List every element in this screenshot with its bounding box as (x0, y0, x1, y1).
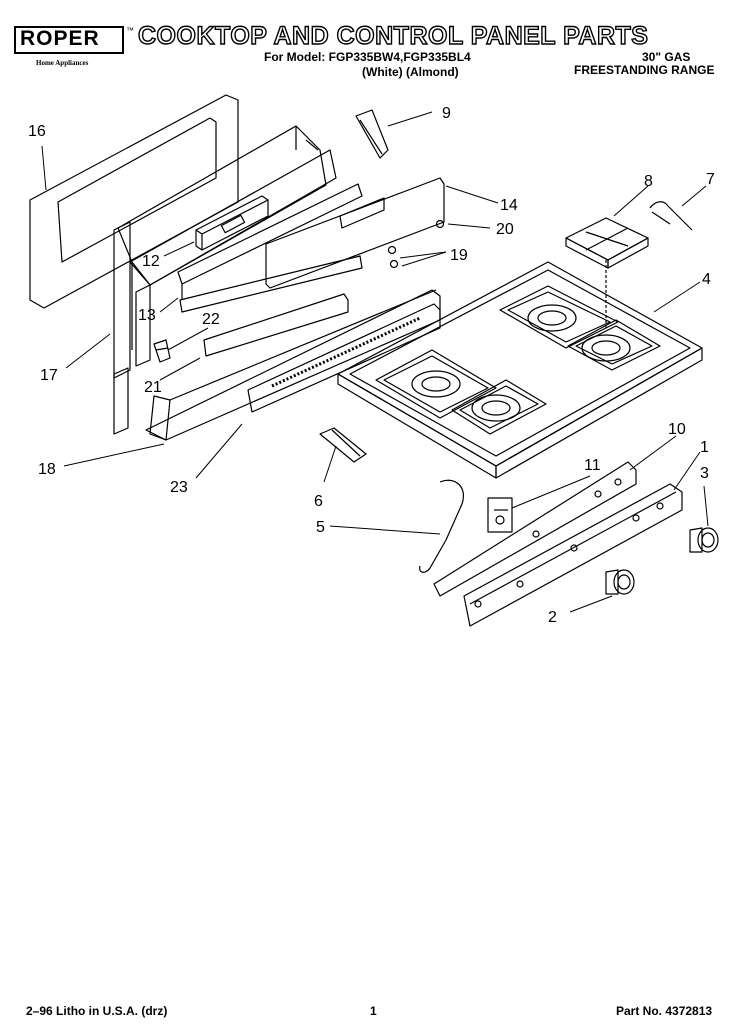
part-16-glass-panel (29, 94, 239, 309)
callout-8: 8 (644, 173, 653, 190)
part-number: Part No. 4372813 (616, 1004, 713, 1018)
callout-18: 18 (38, 461, 56, 478)
cooktop-burner-wells-rear (499, 285, 661, 371)
callout-14: 14 (500, 197, 518, 214)
part-17-end-panel (113, 221, 131, 435)
callout-21: 21 (144, 379, 162, 396)
brand-subtitle: Home Appliances (36, 59, 89, 67)
callout-17: 17 (40, 367, 58, 384)
model-colors: (White) (Almond) (362, 65, 459, 79)
part-1-manifold (463, 483, 683, 627)
roper-logo: ROPER ™ Home Appliances (14, 26, 134, 70)
part-12-clock (195, 195, 269, 251)
range-size: 30" GAS (642, 50, 691, 64)
page-title: COOKTOP AND CONTROL PANEL PARTS (137, 21, 649, 50)
callout-13: 13 (138, 307, 156, 324)
part-9-trim (355, 109, 389, 159)
part-6-clip (319, 427, 367, 463)
callout-16: 16 (28, 123, 46, 140)
page-number: 1 (370, 1004, 377, 1018)
part-4-cooktop (337, 261, 703, 479)
trademark: ™ (126, 26, 134, 35)
callout-4: 4 (702, 271, 711, 288)
callout-labels: 16 9 14 20 19 12 13 22 21 17 18 23 8 7 4… (28, 105, 715, 626)
part-13-panel-bracket (177, 183, 363, 313)
callout-20: 20 (496, 221, 514, 238)
part-7-igniter (649, 201, 693, 231)
part-22-clip (153, 339, 171, 363)
part-2-knob (605, 569, 635, 595)
backguard-frame (117, 125, 337, 367)
part-18-manifold-panel (145, 289, 441, 441)
callout-10: 10 (668, 421, 686, 438)
callout-23: 23 (170, 479, 188, 496)
callout-6: 6 (314, 493, 323, 510)
part-11-valve (487, 497, 513, 533)
part-14-control-panel (265, 177, 445, 289)
callout-9: 9 (442, 105, 451, 122)
callout-5: 5 (316, 519, 325, 536)
callout-1: 1 (700, 439, 709, 456)
leader-lines (41, 111, 709, 613)
cooktop-burner-wells-front (375, 349, 547, 435)
part-5-wire (419, 479, 464, 573)
callout-12: 12 (142, 253, 160, 270)
callout-11: 11 (584, 457, 601, 474)
callout-3: 3 (700, 465, 709, 482)
callout-19: 19 (450, 247, 468, 264)
part-3-knob (689, 527, 719, 553)
logo-frame (14, 26, 124, 54)
part-21-trim-strip (203, 293, 349, 357)
brand-name: ROPER (20, 27, 100, 50)
callout-2: 2 (548, 609, 557, 626)
callout-7: 7 (706, 171, 715, 188)
model-numbers: For Model: FGP335BW4,FGP335BL4 (264, 50, 471, 64)
part-10-bracket (433, 461, 637, 597)
screws-19-20 (387, 219, 445, 269)
part-8-burner-cap (565, 217, 649, 330)
callout-22: 22 (202, 311, 220, 328)
range-type: FREESTANDING RANGE (574, 63, 715, 77)
litho-note: 2–96 Litho in U.S.A. (drz) (26, 1004, 168, 1018)
